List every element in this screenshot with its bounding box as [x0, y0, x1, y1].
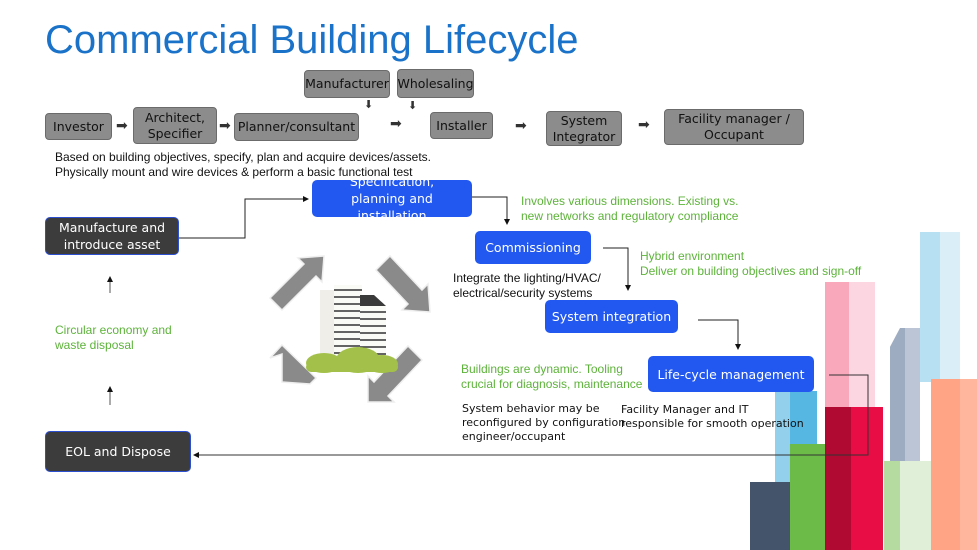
chain-investor: Investor — [45, 113, 112, 140]
arrow-down-icon: ⬇ — [408, 100, 418, 112]
building-bar — [825, 407, 851, 550]
building-bar — [940, 232, 960, 382]
arrow-right-icon: ➡ — [638, 116, 650, 132]
note-dynamic-1: Buildings are dynamic. Tooling — [461, 362, 623, 376]
note-integrate-1: Integrate the lighting/HVAC/ — [453, 271, 601, 285]
building-bar — [905, 328, 920, 463]
note-circular-1: Circular economy and — [55, 323, 172, 337]
chain-note-1: Based on building objectives, specify, p… — [55, 150, 432, 164]
step-commissioning: Commissioning — [475, 231, 591, 264]
building-bar — [790, 444, 825, 550]
chain-architect: Architect, Specifier — [133, 107, 217, 144]
chain-installer: Installer — [430, 112, 493, 139]
building-bar — [960, 379, 977, 550]
building-bar — [849, 282, 875, 412]
building-bar — [851, 407, 883, 550]
building-bar — [920, 232, 940, 382]
building-cycle-icon — [268, 254, 431, 403]
arrow-right-icon: ➡ — [515, 117, 527, 133]
step-eol: EOL and Dispose — [45, 431, 191, 472]
note-fm-1: Facility Manager and IT — [621, 403, 749, 416]
building-bar — [750, 482, 790, 550]
step-integration: System integration — [545, 300, 678, 333]
arrow-right-icon: ➡ — [116, 117, 128, 133]
note-fm-2: responsible for smooth operation — [621, 417, 804, 430]
note-behavior-1: System behavior may be — [462, 402, 600, 415]
chain-wholesaling: Wholesaling — [397, 69, 474, 98]
note-integrate-2: electrical/security systems — [453, 286, 593, 300]
chain-planner: Planner/consultant — [234, 113, 359, 141]
building-bar — [884, 461, 900, 550]
note-hybrid-1: Hybrid environment — [640, 249, 745, 263]
chain-note-2: Physically mount and wire devices & perf… — [55, 165, 413, 179]
note-dimensions: Involves various dimensions. Existing vs… — [521, 194, 739, 223]
step-manufacture: Manufacture and introduce asset — [45, 217, 179, 255]
building-bar — [825, 282, 849, 412]
step-lifecycle: Life-cycle management — [648, 356, 814, 392]
note-behavior-3: engineer/occupant — [462, 430, 566, 443]
note-dimensions-1: Involves various dimensions. Existing vs… — [521, 194, 751, 224]
arrow-right-icon: ➡ — [219, 117, 231, 133]
arrow-down-icon: ⬇ — [364, 99, 374, 111]
chain-facility: Facility manager / Occupant — [664, 109, 804, 145]
note-dynamic-2: crucial for diagnosis, maintenance — [461, 377, 643, 391]
chain-integrator: System Integrator — [546, 111, 622, 146]
step-specification: Specification, planning and installation — [312, 174, 472, 223]
note-hybrid-2: Deliver on building objectives and sign-… — [640, 264, 862, 278]
note-behavior-2: reconfigured by configuration — [462, 416, 626, 429]
page-title: Commercial Building Lifecycle — [45, 18, 579, 62]
building-bar — [900, 461, 931, 550]
note-circular-2: waste disposal — [55, 338, 134, 352]
chain-manufacturer: Manufacturer — [304, 70, 390, 98]
building-bar — [931, 379, 960, 550]
arrow-right-icon: ➡ — [390, 115, 402, 131]
